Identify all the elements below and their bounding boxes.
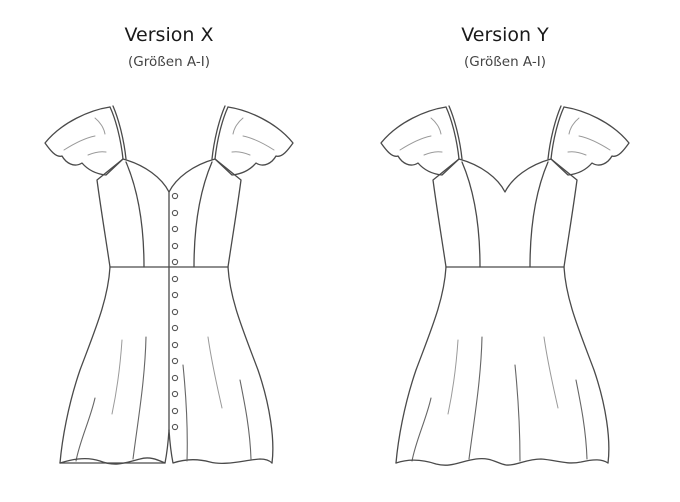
version-y-sizes: (Größen A-I) bbox=[464, 54, 546, 70]
version-x-sizes: (Größen A-I) bbox=[128, 54, 210, 70]
version-x-dress-drawing bbox=[44, 105, 294, 465]
version-x-title: Version X bbox=[124, 24, 214, 46]
front-buttons bbox=[171, 192, 179, 431]
version-y-title: Version Y bbox=[461, 24, 549, 46]
version-y-dress-drawing bbox=[380, 105, 630, 466]
